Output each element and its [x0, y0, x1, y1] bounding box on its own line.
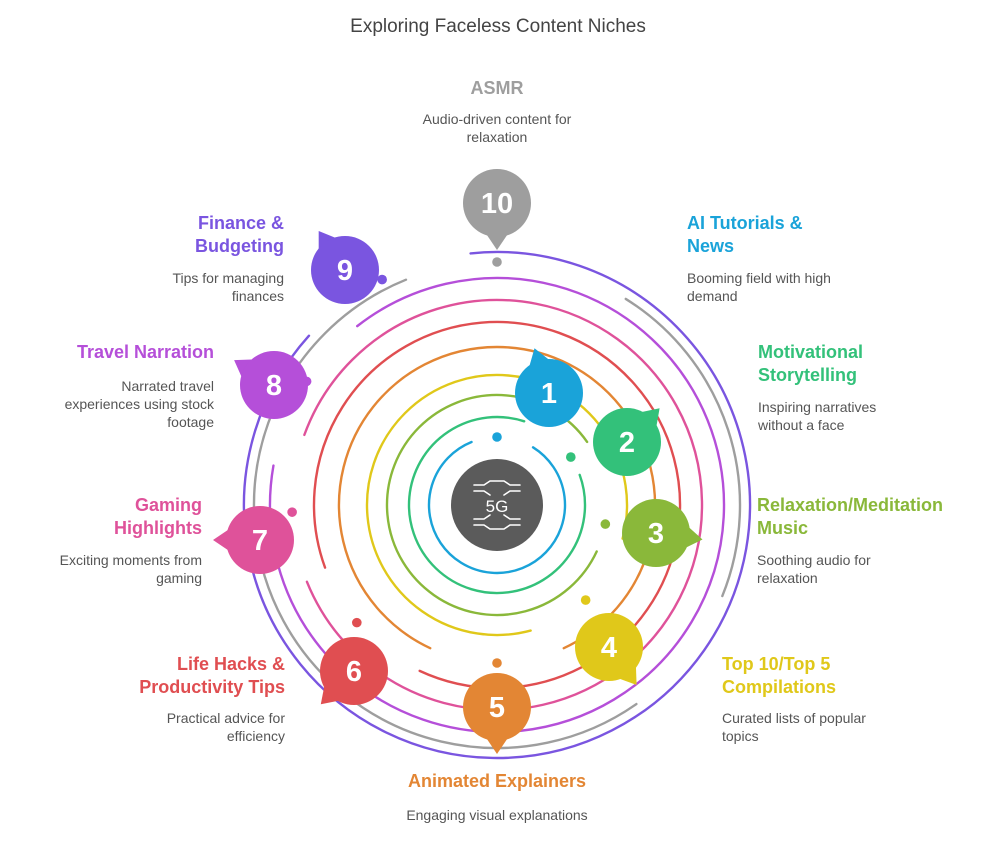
item-7-description: Exciting moments from gaming: [59, 552, 202, 586]
bubble-number-8: 8: [266, 370, 282, 402]
bubble-number-9: 9: [337, 255, 353, 287]
item-6-description: Practical advice for efficiency: [166, 710, 285, 744]
number-bubble-8: 8: [234, 351, 308, 419]
ring-dot-1: [492, 432, 502, 442]
bubble-number-4: 4: [601, 632, 617, 664]
center-hub: 5G: [451, 459, 543, 551]
bubble-circle-2: [593, 408, 661, 476]
bubble-number-5: 5: [489, 692, 505, 724]
center-circle: [451, 459, 543, 551]
number-bubbles: 1 2 3 4 5 6 7 8 9 10: [213, 169, 703, 754]
bubble-circle-6: [320, 637, 388, 705]
item-1-description: Booming field with high demand: [687, 270, 831, 304]
item-10-label: ASMR: [470, 78, 524, 98]
ring-dot-2: [566, 452, 576, 462]
item-4-description: Curated lists of popular topics: [722, 710, 866, 744]
number-bubble-4: 4: [575, 613, 643, 685]
bubble-circle-10: [463, 169, 531, 237]
number-bubble-9: 9: [311, 231, 379, 304]
number-bubble-6: 6: [320, 637, 388, 705]
item-2-description: Inspiring narratives without a face: [758, 399, 877, 433]
diagram-title: Exploring Faceless Content Niches: [350, 16, 646, 37]
ring-dot-4: [580, 595, 591, 605]
ring-dot-7: [287, 507, 297, 517]
item-2-label: Motivational Storytelling: [758, 342, 864, 385]
number-bubble-5: 5: [463, 673, 531, 754]
ring-dot-10: [492, 257, 502, 267]
item-9-label: Finance & Budgeting: [195, 213, 284, 256]
bubble-number-3: 3: [648, 518, 664, 550]
ring-dot-3: [600, 519, 611, 529]
number-bubble-7: 7: [213, 506, 294, 574]
number-bubble-2: 2: [593, 408, 661, 476]
item-4-label: Top 10/Top 5 Compilations: [722, 654, 837, 697]
item-10-description: Audio-driven content for relaxation: [422, 111, 572, 145]
bubble-circle-8: [240, 351, 308, 419]
bubble-circle-4: [575, 613, 643, 681]
item-9-description: Tips for managing finances: [172, 270, 284, 304]
ring-arc-6-1: [312, 320, 682, 690]
ring-arc-1-1: [427, 440, 567, 575]
bubble-circle-1: [515, 359, 583, 427]
item-8-description: Narrated travel experiences using stock …: [64, 378, 214, 430]
ring-arc-2-1: [407, 415, 587, 595]
number-bubble-3: 3: [622, 499, 703, 567]
item-5-label: Animated Explainers: [407, 771, 587, 791]
bubble-circle-3: [622, 499, 690, 567]
item-6-label: Life Hacks & Productivity Tips: [139, 654, 285, 697]
bubble-circle-7: [226, 506, 294, 574]
ring-arc-7-1: [303, 298, 704, 712]
ring-dot-6: [352, 617, 362, 628]
ring-arc-10-1: [252, 278, 638, 750]
ring-dots: [287, 257, 611, 668]
item-7-label: Gaming Highlights: [114, 495, 202, 538]
bubble-circle-9: [311, 236, 379, 304]
number-bubble-10: 10: [463, 169, 531, 250]
bubble-number-7: 7: [252, 525, 268, 557]
ring-dot-5: [492, 658, 502, 668]
item-1-label: AI Tutorials & News: [687, 213, 803, 256]
item-5-description: Engaging visual explanations: [406, 807, 588, 823]
bubble-number-2: 2: [619, 427, 635, 459]
item-8-label: Travel Narration: [76, 342, 214, 362]
bubble-circle-5: [463, 673, 531, 741]
bubble-number-6: 6: [346, 656, 362, 688]
bubble-number-1: 1: [541, 378, 557, 410]
svg-text:5G: 5G: [486, 497, 509, 516]
item-3-description: Soothing audio for relaxation: [757, 552, 871, 586]
ring-arc-3-1: [385, 393, 598, 617]
ring-arc-10-2: [624, 297, 742, 598]
bubble-number-10: 10: [481, 188, 513, 220]
ring-dot-9: [377, 274, 387, 285]
item-3-label: Relaxation/Meditation Music: [757, 495, 944, 538]
5g-chip-icon: 5G: [473, 480, 521, 530]
number-bubble-1: 1: [515, 348, 583, 427]
